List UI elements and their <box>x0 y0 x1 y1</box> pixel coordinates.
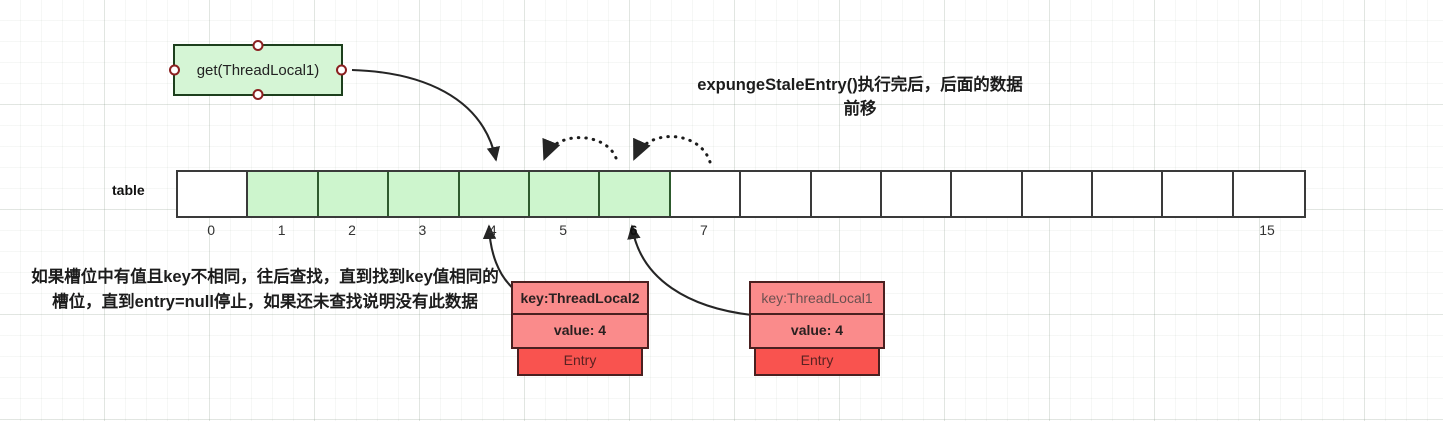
table-cell-0[interactable] <box>178 172 249 216</box>
table-cell-4[interactable] <box>459 172 530 216</box>
table-index-label-5: 5 <box>559 222 568 238</box>
table-cell-12[interactable] <box>1022 172 1094 216</box>
arrow-get-to-slot4 <box>351 68 500 162</box>
table-cell-15[interactable] <box>1233 172 1305 216</box>
get-threadlocal-box[interactable]: get(ThreadLocal1) <box>169 40 347 100</box>
expunge-note: expungeStaleEntry()执行完后，后面的数据前移 <box>697 76 1023 118</box>
table-index-label-6: 6 <box>629 222 638 238</box>
table-index-row: 0 1 2 3 4 5 6 7 15 <box>176 219 1302 241</box>
arrow-shift-7-to-6 <box>633 135 712 164</box>
arrow-shift-6-to-5 <box>542 136 618 161</box>
entry-value-row: value: 4 <box>511 315 649 349</box>
table-index-label-12 <box>1021 219 1091 241</box>
table-cell-6[interactable] <box>600 172 671 216</box>
entry-tail-wrap: Entry <box>749 349 885 376</box>
table-cell-9[interactable] <box>811 172 882 216</box>
table-index-label-13 <box>1091 219 1161 241</box>
table-cell-8[interactable] <box>741 172 812 216</box>
table-cell-5[interactable] <box>529 172 601 216</box>
table-cell-3[interactable] <box>389 172 460 216</box>
entry-threadlocal1[interactable]: key:ThreadLocal1 value: 4 Entry <box>749 281 885 376</box>
table-index-label-9 <box>810 219 880 241</box>
entry-tail-wrap: Entry <box>511 349 649 376</box>
table-index-label-4: 4 <box>488 222 497 238</box>
table-index-label-1: 1 <box>277 222 286 238</box>
table-index-label-10 <box>880 219 950 241</box>
table-cell-13[interactable] <box>1093 172 1164 216</box>
table-index-label-11 <box>950 219 1020 241</box>
table-index-label-7: 7 <box>700 222 708 238</box>
table-index-label-14 <box>1161 219 1231 241</box>
table-cell-1[interactable] <box>248 172 319 216</box>
entry-tail-label: Entry <box>517 349 643 376</box>
table-label: table <box>112 182 145 198</box>
table-cell-14[interactable] <box>1163 172 1234 216</box>
bottom-handle[interactable] <box>252 89 264 100</box>
table-index-label-15: 15 <box>1259 222 1275 238</box>
table-index-label-2: 2 <box>348 222 356 238</box>
entry-tail-label: Entry <box>754 349 880 376</box>
right-handle[interactable] <box>336 64 347 76</box>
entry-key-row: key:ThreadLocal2 <box>511 281 649 315</box>
table-index-label-8 <box>739 219 809 241</box>
table-cell-10[interactable] <box>881 172 953 216</box>
table-cell-2[interactable] <box>318 172 390 216</box>
table-array <box>176 170 1307 218</box>
lookup-note: 如果槽位中有值且key不相同，往后查找，直到找到key值相同的槽位，直到entr… <box>31 268 499 311</box>
table-cell-11[interactable] <box>952 172 1023 216</box>
top-handle[interactable] <box>252 40 264 51</box>
entry-threadlocal2[interactable]: key:ThreadLocal2 value: 4 Entry <box>511 281 649 376</box>
get-box-label: get(ThreadLocal1) <box>196 61 320 79</box>
entry-value-row: value: 4 <box>749 315 885 349</box>
left-handle[interactable] <box>169 64 180 76</box>
table-index-label-0: 0 <box>207 222 216 238</box>
entry-key-row: key:ThreadLocal1 <box>749 281 885 315</box>
table-index-label-3: 3 <box>418 222 427 238</box>
table-cell-7[interactable] <box>670 172 742 216</box>
